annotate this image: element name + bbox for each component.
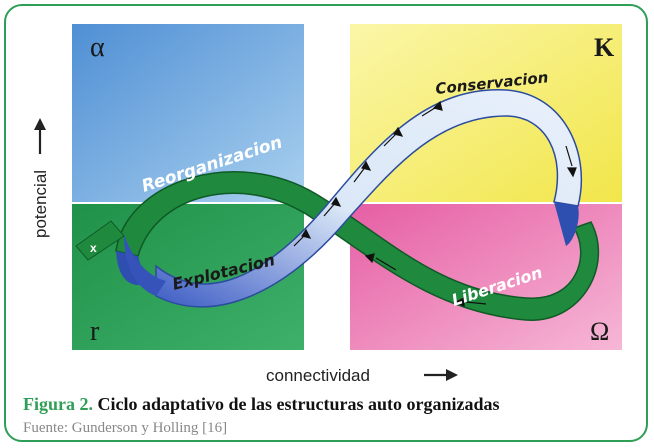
- x-axis-arrow-icon: [424, 369, 458, 381]
- y-axis-label: potencial: [31, 170, 50, 238]
- band-left-wedge: [124, 234, 166, 296]
- figure-source: Fuente: Gunderson y Holling [16]: [23, 420, 228, 436]
- caption-text: Ciclo adaptativo de las estructuras auto…: [97, 394, 500, 414]
- symbol-alpha: α: [90, 32, 105, 63]
- adaptive-cycle-diagram: α K r Ω potencial x: [6, 6, 646, 390]
- caption-label: Figura 2.: [23, 394, 93, 414]
- band-reorganization: [115, 171, 600, 321]
- flow-arrows: [293, 100, 577, 307]
- exit-tail: [75, 220, 125, 261]
- band-conservation-edge: [554, 202, 579, 246]
- x-axis-label: connectividad: [266, 366, 370, 385]
- figure-caption: Figura 2. Ciclo adaptativo de las estruc…: [23, 394, 500, 415]
- diagram-svg: α K r Ω potencial x: [31, 24, 622, 385]
- figure-card: α K r Ω potencial x: [4, 4, 648, 442]
- symbol-k: K: [594, 33, 615, 62]
- symbol-omega: Ω: [590, 317, 609, 346]
- quadrant-alpha: [72, 24, 304, 202]
- exit-mark: x: [90, 241, 97, 255]
- y-axis-arrow-icon: [34, 118, 46, 154]
- symbol-r: r: [90, 316, 100, 347]
